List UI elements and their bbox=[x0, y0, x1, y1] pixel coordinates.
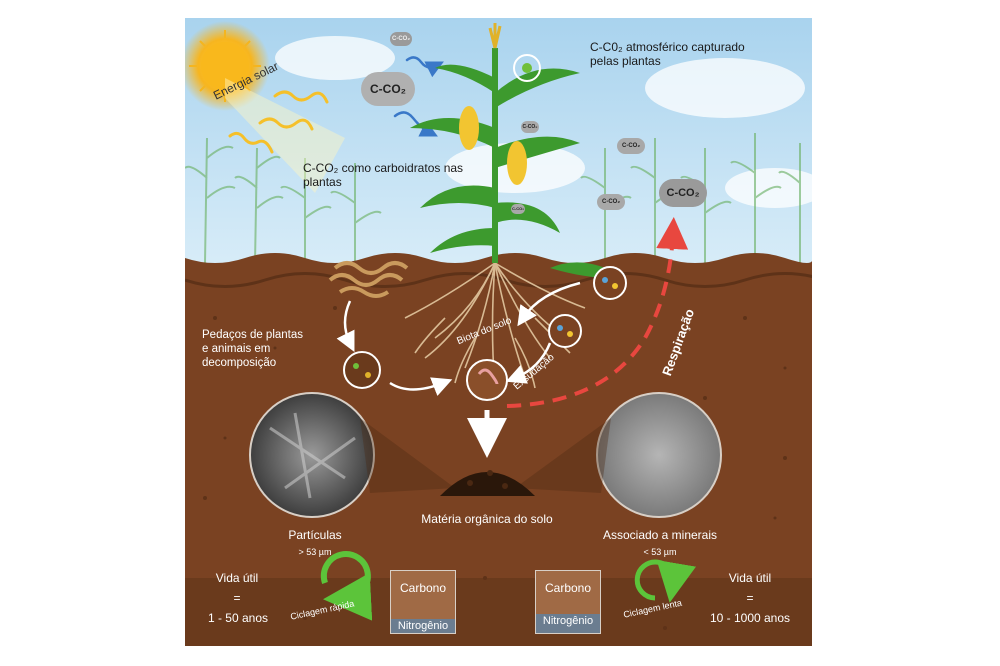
corn-plant bbox=[410, 23, 580, 263]
sunlight-beam bbox=[225, 78, 345, 193]
atmospheric-co2-label: C-C0₂ atmosférico capturado pelas planta… bbox=[590, 40, 745, 68]
decomposition-zoom-icon bbox=[343, 351, 381, 389]
life-left-value: 1 - 50 anos bbox=[207, 611, 269, 625]
soil-bottom-layer bbox=[185, 578, 812, 646]
minerals-sample-image bbox=[596, 392, 722, 518]
nitrogen-label-fast: Nitrogênio bbox=[391, 619, 455, 633]
soil-biota-icon bbox=[466, 359, 508, 401]
microbe-zoom-icon bbox=[593, 266, 627, 300]
decomposition-label: Pedaços de plantas e animais em decompos… bbox=[202, 329, 304, 369]
organic-matter-texture bbox=[467, 470, 508, 489]
soil-carbon-diagram: C-CO₂ C-CO₂ C-CO₂ C-CO₂ C-CO₂ C-CO₂ C-CO… bbox=[185, 18, 812, 646]
co2-cloud-5: C-CO₂ bbox=[597, 194, 625, 210]
life-left-equals: = bbox=[233, 591, 241, 605]
particles-label: Partículas bbox=[288, 528, 342, 542]
diagram-artwork bbox=[185, 18, 812, 646]
co2-cloud-6: C-CO₂ bbox=[659, 179, 707, 207]
plant-roots bbox=[404, 262, 586, 389]
process-arrows bbox=[336, 281, 581, 458]
particles-size-label: > 53 µm bbox=[298, 547, 332, 557]
organic-matter-pile bbox=[440, 472, 535, 496]
co2-uptake-arrows bbox=[393, 56, 444, 137]
carbon-label-slow: Carbono bbox=[544, 581, 592, 595]
co2-cloud-3: C-CO₂ bbox=[521, 121, 539, 133]
carbon-nitrogen-ratio-slow: Carbono Nitrogênio bbox=[535, 570, 601, 634]
sun-rays bbox=[189, 30, 261, 102]
slow-cycling-arrow-icon bbox=[634, 559, 697, 603]
carbon-label-fast: Carbono bbox=[399, 581, 447, 595]
co2-cloud-1: C-CO₂ bbox=[390, 32, 412, 46]
soil-horizon-line bbox=[185, 272, 812, 288]
minerals-size-label: < 53 µm bbox=[643, 547, 677, 557]
life-right-value: 10 - 1000 anos bbox=[709, 611, 791, 625]
exudate-zoom-icon bbox=[548, 314, 582, 348]
plant-residue bbox=[328, 261, 409, 298]
co2-cloud-2: C-CO₂ bbox=[361, 72, 415, 106]
nitrogen-label-slow: Nitrogênio bbox=[536, 614, 600, 633]
respiration-arrow bbox=[506, 217, 689, 408]
life-right-title: Vida útil bbox=[728, 571, 772, 585]
chloroplast-dot bbox=[522, 63, 532, 73]
fast-cycling-arrow-icon bbox=[320, 551, 373, 621]
background-plants bbox=[185, 133, 801, 264]
co2-cloud-7: C-CO₂ bbox=[511, 204, 525, 214]
organic-matter-label: Matéria orgânica do solo bbox=[421, 512, 553, 526]
life-right-equals: = bbox=[746, 591, 754, 605]
minerals-label: Associado a minerais bbox=[602, 528, 718, 542]
particles-texture bbox=[269, 412, 356, 499]
life-left-title: Vida útil bbox=[215, 571, 259, 585]
carbohydrates-label: C-CO₂ como carboidratos nas plantas bbox=[303, 161, 464, 189]
minerals-cone bbox=[515, 418, 611, 493]
carbon-nitrogen-ratio-fast: Carbono Nitrogênio bbox=[390, 570, 456, 634]
particles-cone bbox=[360, 418, 455, 493]
co2-cloud-4: C-CO₂ bbox=[617, 138, 645, 154]
sunlight-arrows bbox=[228, 90, 329, 154]
chloroplast-zoom-icon bbox=[513, 54, 541, 82]
sun-icon bbox=[201, 42, 249, 90]
